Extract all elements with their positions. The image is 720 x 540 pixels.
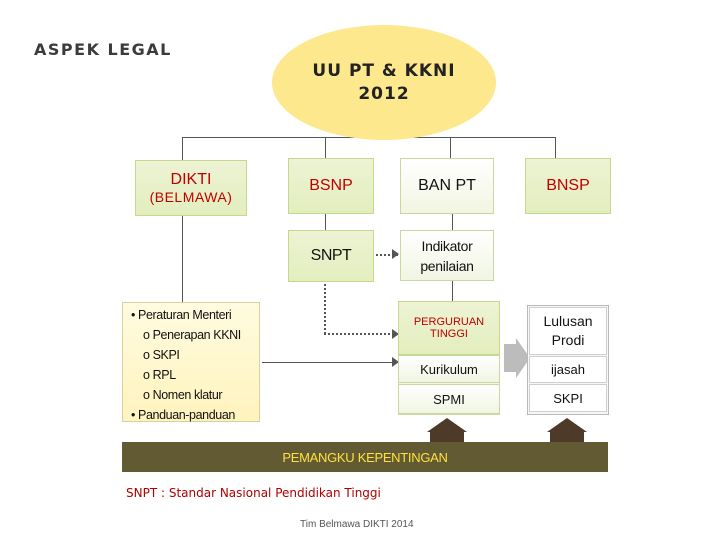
indikator-box: Indikator penilaian [400, 230, 494, 281]
bnsp-label: BNSP [546, 177, 590, 194]
banpt-box: BAN PT [400, 158, 494, 214]
dikti-box: DIKTI (BELMAWA) [135, 160, 247, 216]
dikti-label: DIKTI [170, 171, 212, 188]
spmi-box: SPMI [398, 384, 500, 414]
arrow-head-icon [392, 329, 399, 339]
stakeholders-label: PEMANGKU KEPENTINGAN [282, 449, 448, 465]
connector-line [262, 362, 398, 363]
kurikulum-box: Kurikulum [398, 355, 500, 383]
lulusan-line2: Prodi [551, 332, 585, 348]
connector-line [325, 137, 326, 158]
connector-line [182, 137, 183, 163]
bsnp-label: BSNP [309, 177, 353, 194]
regulation-item: • Panduan-panduan [131, 408, 235, 422]
credit: Tim Belmawa DIKTI 2014 [300, 519, 414, 530]
perguruan-tinggi-box: PERGURUAN TINGGI [398, 301, 500, 355]
snpt-label: SNPT [310, 247, 352, 264]
connector-line [325, 212, 326, 230]
lulusan-line1: Lulusan [543, 313, 593, 329]
dotted-line [324, 280, 326, 334]
dotted-line [372, 254, 398, 256]
law-year: 2012 [358, 83, 410, 104]
regulation-item: o SKPI [143, 348, 180, 362]
ijasah-label: ijasah [551, 362, 585, 377]
law-title: UU PT & KKNI [312, 60, 456, 81]
lulusan-box: Lulusan Prodi [529, 307, 607, 355]
regulations-box: • Peraturan Menteri o Penerapan KKNI o S… [122, 302, 260, 422]
banpt-label: BAN PT [418, 177, 476, 194]
regulation-item: o Penerapan KKNI [143, 328, 241, 342]
pt-line1: PERGURUAN [413, 316, 485, 328]
ijasah-box: ijasah [529, 356, 607, 383]
flow-arrow-icon [504, 338, 530, 378]
connector-line [452, 279, 453, 301]
arrow-head-icon [392, 249, 399, 259]
regulation-item: o RPL [143, 368, 176, 382]
spmi-label: SPMI [433, 391, 465, 407]
skpi-label: SKPI [553, 390, 583, 406]
footnote: SNPT : Standar Nasional Pendidikan Tingg… [126, 486, 381, 500]
skpi-box: SKPI [529, 384, 607, 412]
belmawa-label: (BELMAWA) [149, 189, 233, 205]
pt-line2: TINGGI [430, 328, 468, 340]
bsnp-box: BSNP [288, 158, 374, 214]
snpt-box: SNPT [288, 230, 374, 282]
stakeholders-bar: PEMANGKU KEPENTINGAN [122, 442, 608, 472]
dotted-line [324, 333, 394, 335]
law-ellipse: UU PT & KKNI 2012 [272, 25, 496, 140]
bnsp-box: BNSP [525, 158, 611, 214]
connector-line [450, 137, 451, 158]
connector-line [182, 214, 183, 302]
regulation-item: • Peraturan Menteri [131, 308, 232, 322]
indikator-line1: Indikator [421, 237, 473, 254]
page-title: ASPEK LEGAL [34, 40, 172, 59]
kurikulum-label: Kurikulum [420, 361, 478, 377]
connector-line [555, 137, 556, 158]
regulation-item: o Nomen klatur [143, 388, 223, 402]
connector-line [452, 212, 453, 230]
indikator-line2: penilaian [420, 257, 474, 274]
arrow-head-icon [392, 357, 399, 367]
